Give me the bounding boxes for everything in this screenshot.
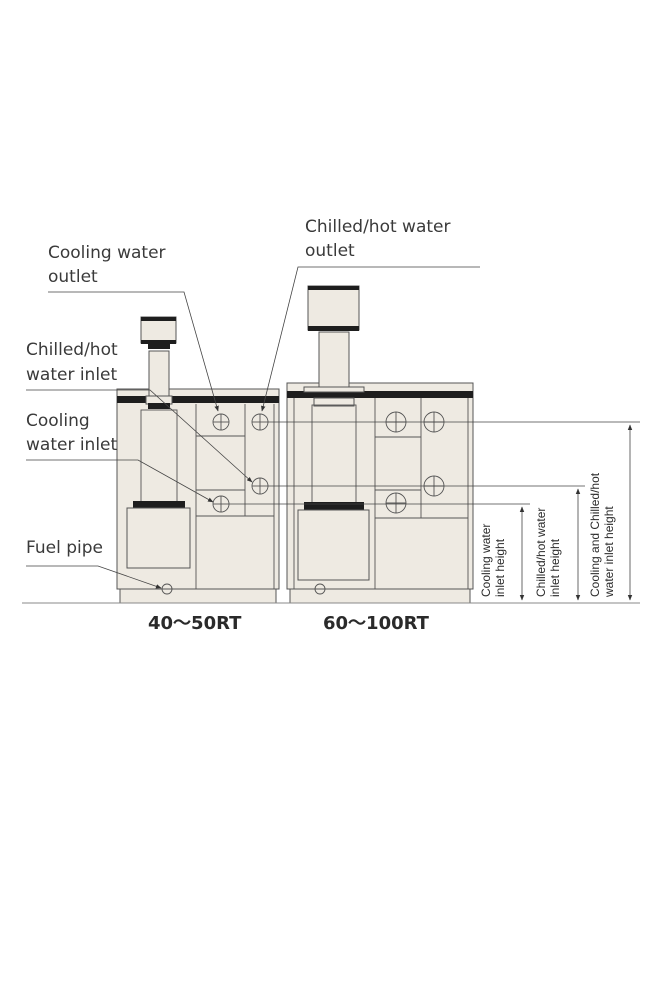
- unit-large-cooling-inlet-nozzle: [385, 492, 407, 514]
- label-cooling-water-inlet-line1: Cooling: [26, 411, 90, 431]
- svg-text:inlet height: inlet height: [493, 538, 507, 597]
- unit-large-chimney: [318, 331, 350, 388]
- leader-chilled-inlet: [26, 389, 253, 483]
- label-cooling-water-inlet-line2: water inlet: [26, 435, 118, 455]
- svg-text:Cooling water: Cooling water: [479, 524, 493, 597]
- label-chilled-hot-water-outlet-line1: Chilled/hot water: [305, 217, 450, 237]
- svg-text:Chilled/hot water: Chilled/hot water: [534, 508, 548, 597]
- label-cooling-water-outlet-line2: outlet: [48, 267, 98, 287]
- svg-text:inlet height: inlet height: [548, 538, 562, 597]
- unit-small-fuel-pipe-nozzle: [161, 583, 173, 595]
- model-label-large: 60～100RT: [323, 613, 430, 634]
- unit-small-burner: [126, 507, 191, 569]
- label-chilled-hot-water-inlet-line2: water inlet: [26, 365, 118, 385]
- leader-chilled-outlet: [261, 266, 480, 412]
- label-fuel-pipe: Fuel pipe: [26, 538, 103, 558]
- unit-large: [286, 285, 474, 604]
- unit-small-base: [119, 587, 277, 604]
- leader-fuel-pipe: [26, 565, 162, 589]
- label-cooling-water-outlet-line1: Cooling water: [48, 243, 166, 263]
- unit-large-burner: [297, 509, 370, 581]
- unit-small: [116, 316, 280, 604]
- label-chilled-hot-water-outlet-line2: outlet: [305, 241, 355, 261]
- svg-text:Cooling and Chilled/hot: Cooling and Chilled/hot: [588, 472, 602, 597]
- model-label-small: 40～50RT: [148, 613, 242, 634]
- unit-small-top-bar: [117, 396, 279, 403]
- dim-label-cooling-and-chilled-inlet-height: Cooling and Chilled/hot water inlet heig…: [588, 472, 616, 598]
- unit-small-chilled-inlet-nozzle: [251, 477, 269, 495]
- svg-text:water inlet height: water inlet height: [602, 506, 616, 598]
- label-chilled-hot-water-inlet-line1: Chilled/hot: [26, 340, 118, 360]
- unit-small-cooling-outlet-nozzle: [212, 413, 230, 431]
- unit-small-chilled-outlet-nozzle: [251, 413, 269, 431]
- leader-cooling-inlet: [26, 459, 214, 503]
- unit-large-chimney-cap: [307, 285, 360, 331]
- leader-cooling-outlet: [48, 291, 219, 412]
- dim-label-chilled-inlet-height: Chilled/hot water inlet height: [534, 508, 562, 597]
- unit-small-cooling-inlet-nozzle: [212, 495, 230, 513]
- unit-large-base: [289, 587, 471, 604]
- unit-large-fuel-pipe-nozzle: [314, 583, 326, 595]
- unit-small-chimney: [148, 350, 170, 398]
- unit-large-top-bar: [287, 391, 473, 398]
- dim-label-cooling-inlet-height: Cooling water inlet height: [479, 524, 507, 597]
